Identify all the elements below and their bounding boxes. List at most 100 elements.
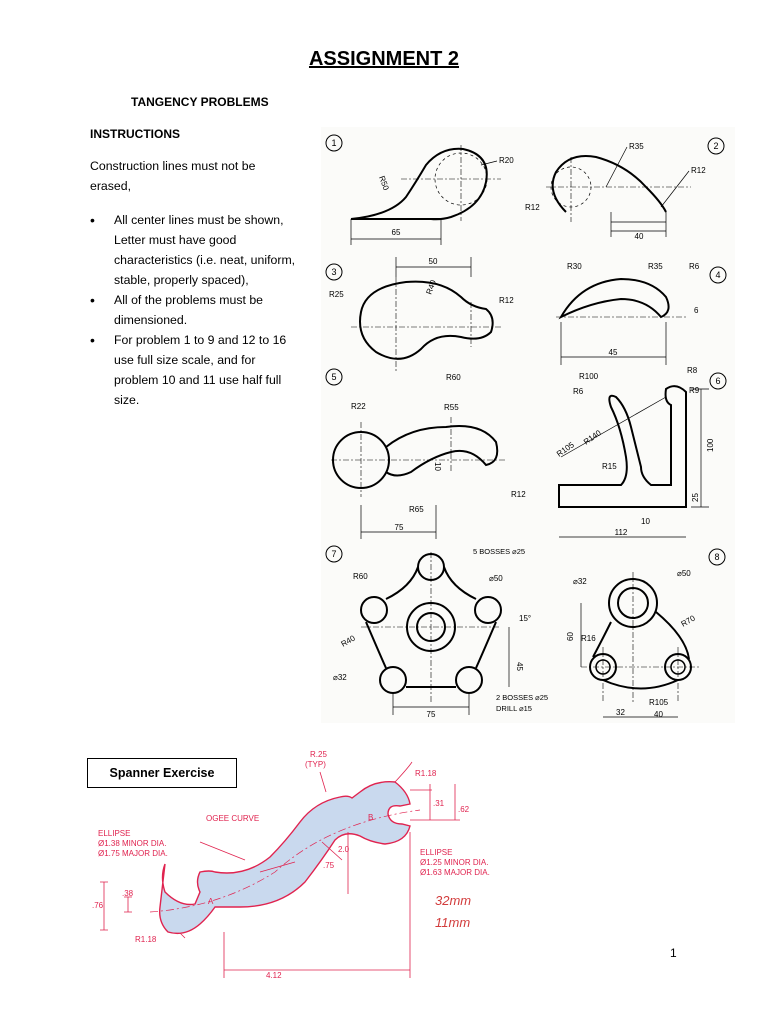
problem-number-badge bbox=[708, 548, 726, 566]
point-label: A bbox=[208, 897, 214, 906]
problem-number: 4 bbox=[715, 270, 720, 280]
dimension-label: Ø1.63 MAJOR DIA. bbox=[420, 868, 490, 877]
dimension-label: ⌀32 bbox=[333, 673, 347, 682]
dimension-label: Ø1.25 MINOR DIA. bbox=[420, 858, 488, 867]
problem-4: 4 45 R30 R35 R6 6 bbox=[556, 262, 727, 365]
handwritten-note: 32mm bbox=[435, 893, 471, 908]
dimension-label: R12 bbox=[525, 203, 540, 212]
spanner-drawing: R.25 (TYP) R1.18 .31 .62 OGEE CURVE ELLI… bbox=[92, 750, 490, 980]
dimension-label: 50 bbox=[429, 257, 438, 266]
dimension-label: OGEE CURVE bbox=[206, 814, 259, 823]
dimension-label: R15 bbox=[602, 462, 617, 471]
dimension-label: R6 bbox=[573, 387, 584, 396]
problem-number: 7 bbox=[331, 549, 336, 559]
dimension-label: R60 bbox=[446, 373, 461, 382]
dimension-label: 65 bbox=[392, 228, 401, 237]
dimension-label: R8 bbox=[687, 366, 698, 375]
dimension-label: 40 bbox=[654, 710, 663, 719]
tangency-problems-sheet: 1 65 R50 R20 2 40 R35 R12 R12 3 50 R25 R… bbox=[321, 127, 735, 723]
spanner-outline bbox=[158, 781, 411, 935]
dimension-label: .38 bbox=[122, 889, 134, 898]
point-label: B bbox=[368, 813, 373, 822]
dimension-label: Ø1.75 MAJOR DIA. bbox=[98, 849, 168, 858]
problem-number-badge bbox=[325, 545, 343, 563]
dimension-label: 10 bbox=[641, 517, 650, 526]
dimension-label: R12 bbox=[511, 490, 526, 499]
dimension-label: 5 BOSSES ⌀25 bbox=[473, 547, 525, 556]
dimension-label: R1.18 bbox=[135, 935, 157, 944]
problem-number: 8 bbox=[714, 552, 719, 562]
problem-1: 1 65 R50 R20 bbox=[325, 134, 514, 245]
dimension-label: R12 bbox=[499, 296, 514, 305]
problem-number-badge bbox=[325, 134, 343, 152]
dimension-label: ⌀32 bbox=[573, 577, 587, 586]
problem-number: 5 bbox=[331, 372, 336, 382]
dimension-label: R60 bbox=[353, 572, 368, 581]
dimension-label: 112 bbox=[615, 528, 628, 537]
dimension-label: R35 bbox=[648, 262, 663, 271]
dimension-label: 25 bbox=[691, 493, 700, 502]
spanner-exercise-label: Spanner Exercise bbox=[87, 758, 237, 788]
problem-number-badge bbox=[325, 263, 343, 281]
instructions-heading: INSTRUCTIONS bbox=[90, 127, 180, 141]
problem-number: 2 bbox=[713, 141, 718, 151]
dimension-label: R55 bbox=[444, 403, 459, 412]
dimension-label: R35 bbox=[629, 142, 644, 151]
dimension-label: R70 bbox=[680, 613, 698, 628]
dimension-label: 2.0 bbox=[338, 845, 350, 854]
dimension-label: (TYP) bbox=[305, 760, 326, 769]
dimension-label: R25 bbox=[329, 290, 344, 299]
dimension-label: ⌀50 bbox=[489, 574, 503, 583]
dimension-label: R40 bbox=[424, 278, 438, 295]
dimension-label: .62 bbox=[458, 805, 470, 814]
instructions-intro: Construction lines must not be erased, bbox=[90, 159, 256, 193]
instruction-item: All center lines must be shown, Letter m… bbox=[90, 210, 300, 290]
dimension-label: R22 bbox=[351, 402, 366, 411]
problem-2: 2 40 R35 R12 R12 bbox=[525, 137, 725, 241]
problem-number: 1 bbox=[331, 138, 336, 148]
dimension-label: R6 bbox=[689, 262, 700, 271]
dimension-label: .75 bbox=[323, 861, 335, 870]
dimension-label: 100 bbox=[706, 438, 715, 452]
page-title: ASSIGNMENT 2 bbox=[308, 48, 460, 70]
dimension-label: 45 bbox=[609, 348, 618, 357]
dimension-label: 10 bbox=[433, 462, 442, 471]
dimension-label: R9 bbox=[689, 386, 700, 395]
dimension-label: R105 bbox=[555, 440, 576, 459]
problem-number-badge bbox=[709, 266, 727, 284]
dimension-label: DRILL ⌀15 bbox=[496, 704, 532, 713]
section-subtitle: TANGENCY PROBLEMS bbox=[131, 95, 269, 109]
dimension-label: R50 bbox=[377, 175, 391, 192]
problem-number-badge bbox=[707, 137, 725, 155]
problem-5: 5 75 R22 R55 10 R65 R12 bbox=[325, 368, 526, 539]
dimension-label: 6 bbox=[694, 306, 699, 315]
problem-number-badge bbox=[709, 372, 727, 390]
dimension-label: ELLIPSE bbox=[420, 848, 452, 857]
instruction-list: All center lines must be shown, Letter m… bbox=[90, 210, 300, 410]
handwritten-note: 11mm bbox=[435, 915, 470, 930]
problem-number: 6 bbox=[715, 376, 720, 386]
dimension-label: R65 bbox=[409, 505, 424, 514]
dimension-label: R40 bbox=[340, 633, 358, 648]
dimension-label: R.25 bbox=[310, 750, 327, 759]
dimension-label: 75 bbox=[427, 710, 436, 719]
dimension-label: R12 bbox=[691, 166, 706, 175]
dimension-label: Ø1.38 MINOR DIA. bbox=[98, 839, 166, 848]
dimension-label: R20 bbox=[499, 156, 514, 165]
problem-8: 8 32 40 ⌀32 ⌀50 R70 60 R16 2 BOSSES ⌀25 … bbox=[496, 548, 726, 719]
dimension-label: 75 bbox=[395, 523, 404, 532]
dimension-label: R30 bbox=[567, 262, 582, 271]
instruction-item: All of the problems must be dimensioned. bbox=[90, 290, 300, 330]
instruction-item: For problem 1 to 9 and 12 to 16 use full… bbox=[90, 330, 300, 410]
dimension-label: ELLIPSE bbox=[98, 829, 130, 838]
dimension-label: .31 bbox=[433, 799, 445, 808]
problem-number: 3 bbox=[331, 267, 336, 277]
problems-drawing: 1 65 R50 R20 2 40 R35 R12 R12 3 50 R25 R… bbox=[325, 134, 727, 719]
dimension-label: 40 bbox=[635, 232, 644, 241]
page-number: 1 bbox=[670, 946, 677, 960]
dimension-label: R100 bbox=[579, 372, 599, 381]
dimension-label: R16 bbox=[581, 634, 596, 643]
dimension-label: 45 bbox=[515, 662, 524, 671]
dimension-label: 32 bbox=[616, 708, 625, 717]
dimension-label: R1.18 bbox=[415, 769, 437, 778]
